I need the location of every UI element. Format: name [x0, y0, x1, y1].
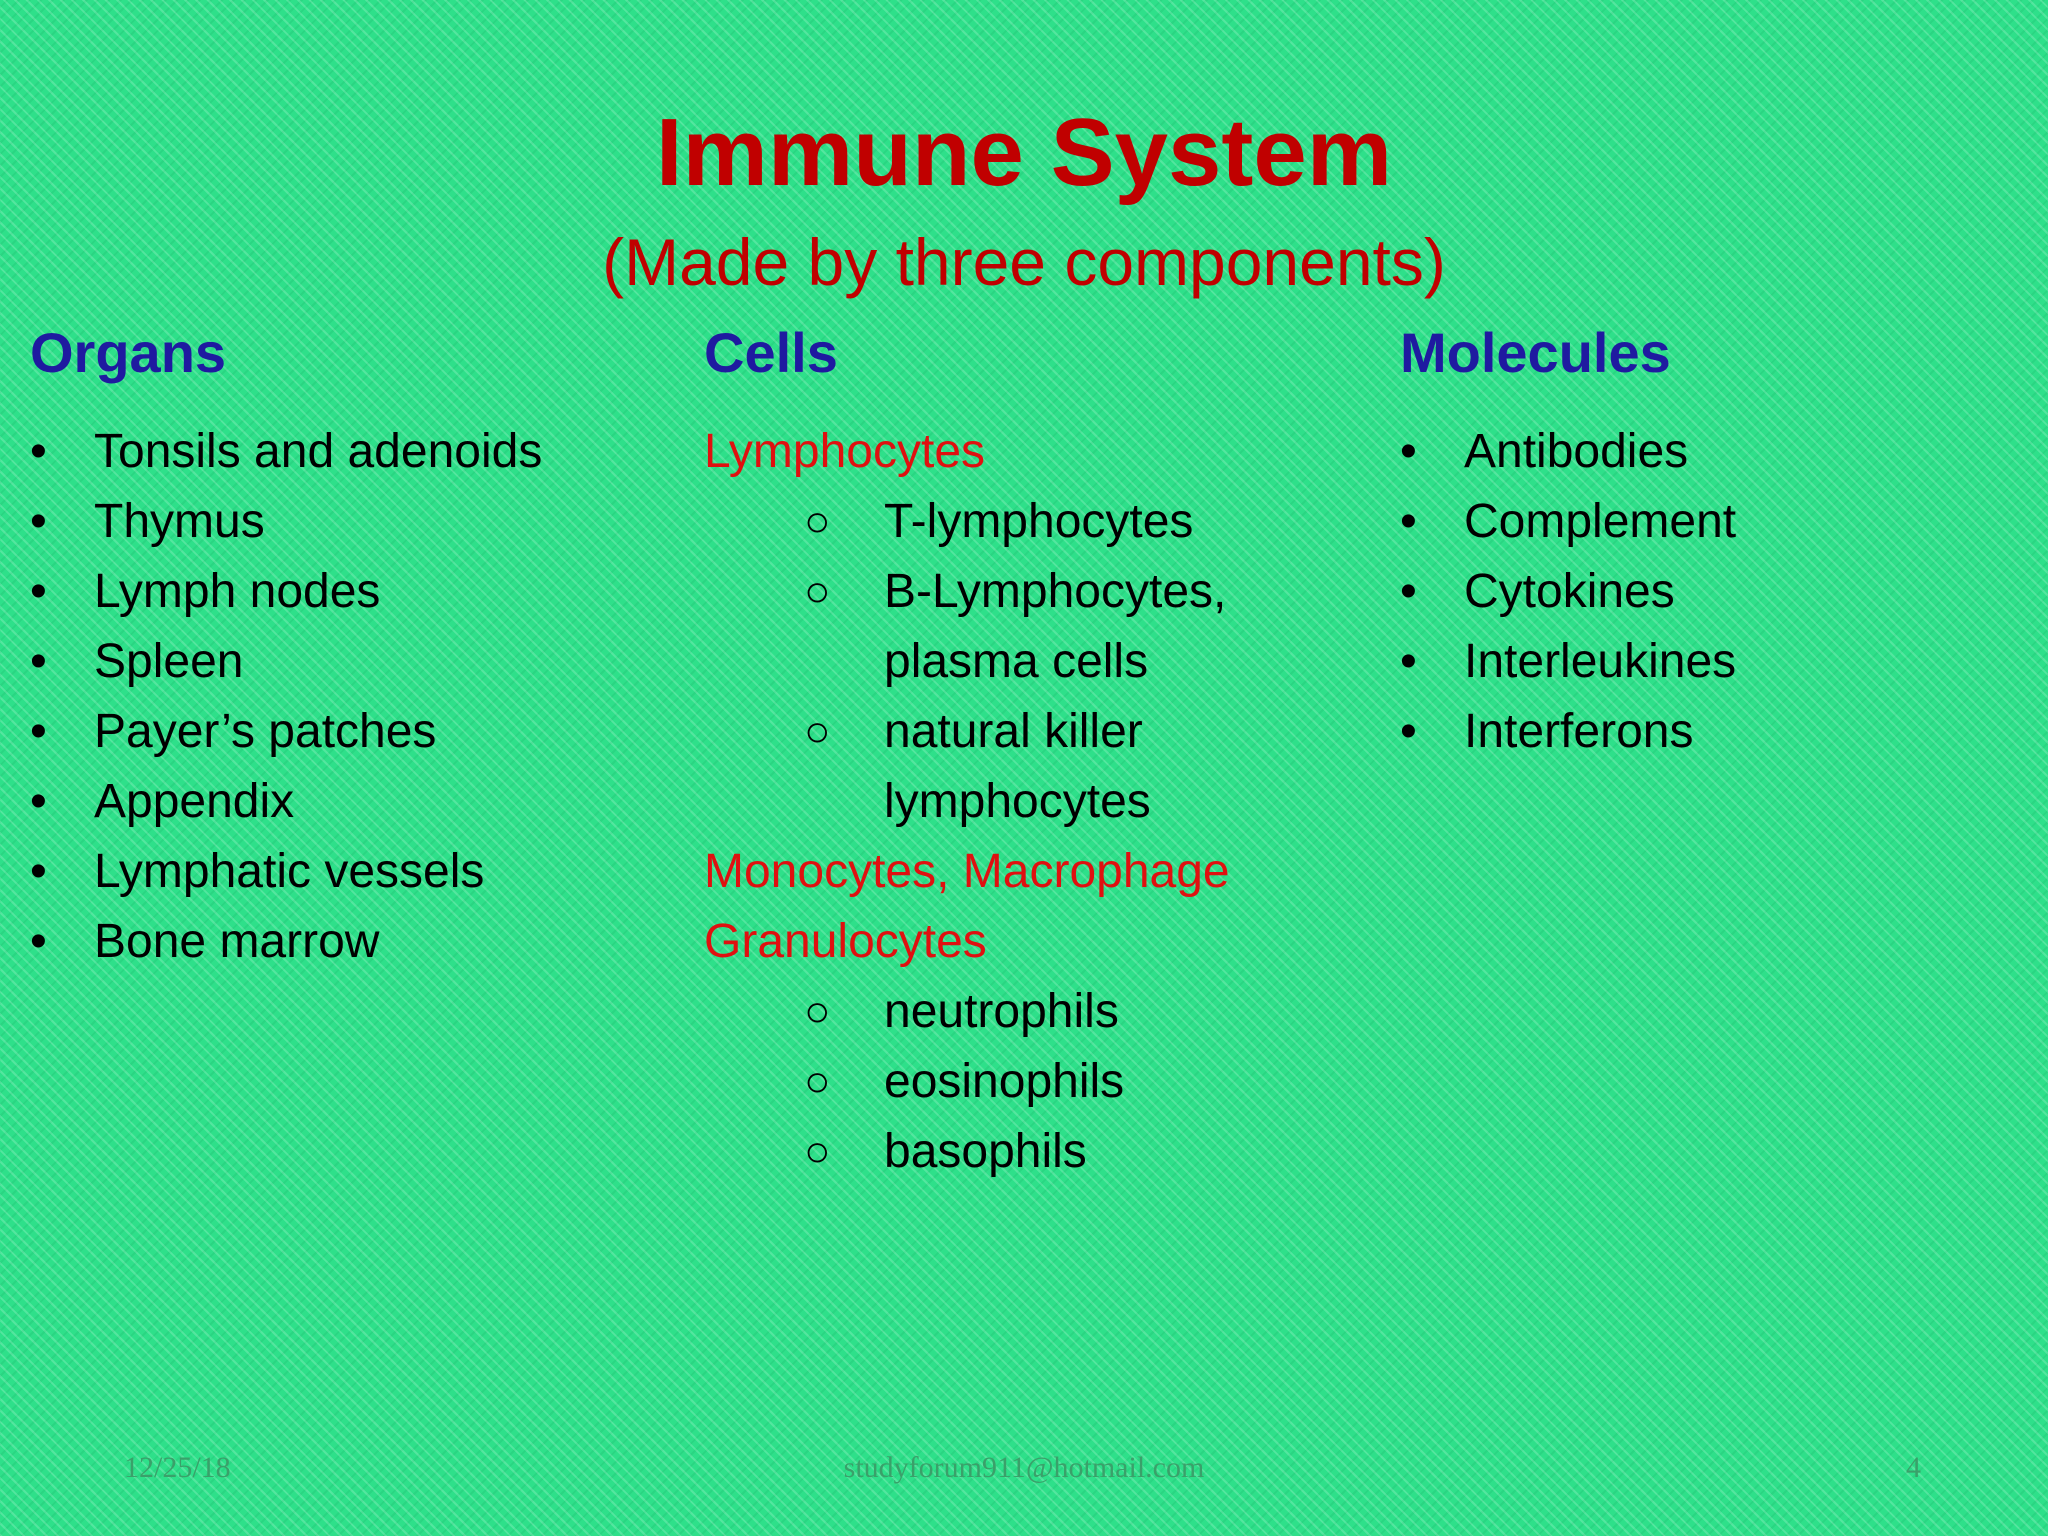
bullet-icon: •: [1400, 705, 1417, 758]
bullet-icon: •: [30, 845, 47, 898]
organ-item-text: Thymus: [94, 495, 265, 548]
cell-group-heading: Monocytes, Macrophage: [704, 845, 1230, 898]
list-item: ○ neutrophils: [704, 977, 1230, 1047]
list-item: • Thymus: [30, 487, 542, 557]
cell-item-text: plasma cells: [884, 635, 1149, 688]
molecules-header: Molecules: [1400, 321, 1671, 384]
circle-bullet-icon: ○: [804, 497, 831, 546]
cell-group-heading: Granulocytes: [704, 915, 987, 968]
list-item: ○ eosinophils: [704, 1047, 1230, 1117]
organ-item-text: Payer’s patches: [94, 705, 437, 758]
cell-item-text: basophils: [884, 1125, 1087, 1178]
molecule-item-text: Interleukines: [1464, 635, 1737, 688]
bullet-icon: •: [1400, 495, 1417, 548]
bullet-icon: •: [30, 915, 47, 968]
cell-item-text: B-Lymphocytes,: [884, 565, 1227, 618]
list-item: ○ B-Lymphocytes,: [704, 557, 1230, 627]
list-item: • Lymph nodes: [30, 557, 542, 627]
footer-email: studyforum911@hotmail.com: [843, 1451, 1205, 1484]
molecule-item-text: Complement: [1464, 495, 1737, 548]
list-item: • Interleukines: [1400, 627, 1736, 697]
bullet-icon: •: [30, 705, 47, 758]
organs-list: • Tonsils and adenoids • Thymus • Lymph nod…: [30, 417, 542, 977]
organ-item-text: Tonsils and adenoids: [94, 425, 543, 478]
cell-item-text: T-lymphocytes: [884, 495, 1194, 548]
bullet-icon: •: [30, 635, 47, 688]
cell-item-text: neutrophils: [884, 985, 1119, 1038]
list-item-continuation: lymphocytes: [704, 767, 1230, 837]
bullet-icon: •: [1400, 425, 1417, 478]
circle-bullet-icon: ○: [804, 707, 831, 756]
circle-bullet-icon: ○: [804, 1057, 831, 1106]
organ-item-text: Bone marrow: [94, 915, 380, 968]
cells-list: Lymphocytes ○ T-lymphocytes ○ B-Lymphocyte…: [704, 417, 1230, 1187]
circle-bullet-icon: ○: [804, 1127, 831, 1176]
cell-item-text: lymphocytes: [884, 775, 1151, 828]
molecules-list: • Antibodies • Complement • Cytokines • Inte…: [1400, 417, 1736, 767]
list-item: ○ natural killer: [704, 697, 1230, 767]
organ-item-text: Lymphatic vessels: [94, 845, 485, 898]
footer-date: 12/25/18: [124, 1451, 231, 1484]
molecule-item-text: Cytokines: [1464, 565, 1675, 618]
footer-page-number: 4: [1906, 1451, 1921, 1484]
list-item: • Complement: [1400, 487, 1736, 557]
cells-header: Cells: [704, 321, 838, 384]
bullet-icon: •: [1400, 635, 1417, 688]
slide-subtitle: (Made by three components): [602, 225, 1446, 299]
bullet-icon: •: [30, 425, 47, 478]
organs-header: Organs: [30, 321, 227, 384]
bullet-icon: •: [1400, 565, 1417, 618]
cell-group-heading: Lymphocytes: [704, 425, 986, 478]
organ-item-text: Lymph nodes: [94, 565, 381, 618]
molecule-item-text: Antibodies: [1464, 425, 1689, 478]
list-item: • Lymphatic vessels: [30, 837, 542, 907]
molecule-item-text: Interferons: [1464, 705, 1694, 758]
slide-title: Immune System: [655, 99, 1393, 206]
list-item: • Spleen: [30, 627, 542, 697]
list-item: • Tonsils and adenoids: [30, 417, 542, 487]
list-item: • Payer’s patches: [30, 697, 542, 767]
list-item: ○ T-lymphocytes: [704, 487, 1230, 557]
cell-item-text: eosinophils: [884, 1055, 1125, 1108]
list-item: • Antibodies: [1400, 417, 1736, 487]
list-item: • Interferons: [1400, 697, 1736, 767]
circle-bullet-icon: ○: [804, 567, 831, 616]
organ-item-text: Appendix: [94, 775, 295, 828]
list-item: ○ basophils: [704, 1117, 1230, 1187]
list-item-continuation: plasma cells: [704, 627, 1230, 697]
cell-item-text: natural killer: [884, 705, 1143, 758]
bullet-icon: •: [30, 775, 47, 828]
organ-item-text: Spleen: [94, 635, 244, 688]
list-item: • Bone marrow: [30, 907, 542, 977]
bullet-icon: •: [30, 565, 47, 618]
list-item: • Appendix: [30, 767, 542, 837]
list-item: • Cytokines: [1400, 557, 1736, 627]
bullet-icon: •: [30, 495, 47, 548]
circle-bullet-icon: ○: [804, 987, 831, 1036]
